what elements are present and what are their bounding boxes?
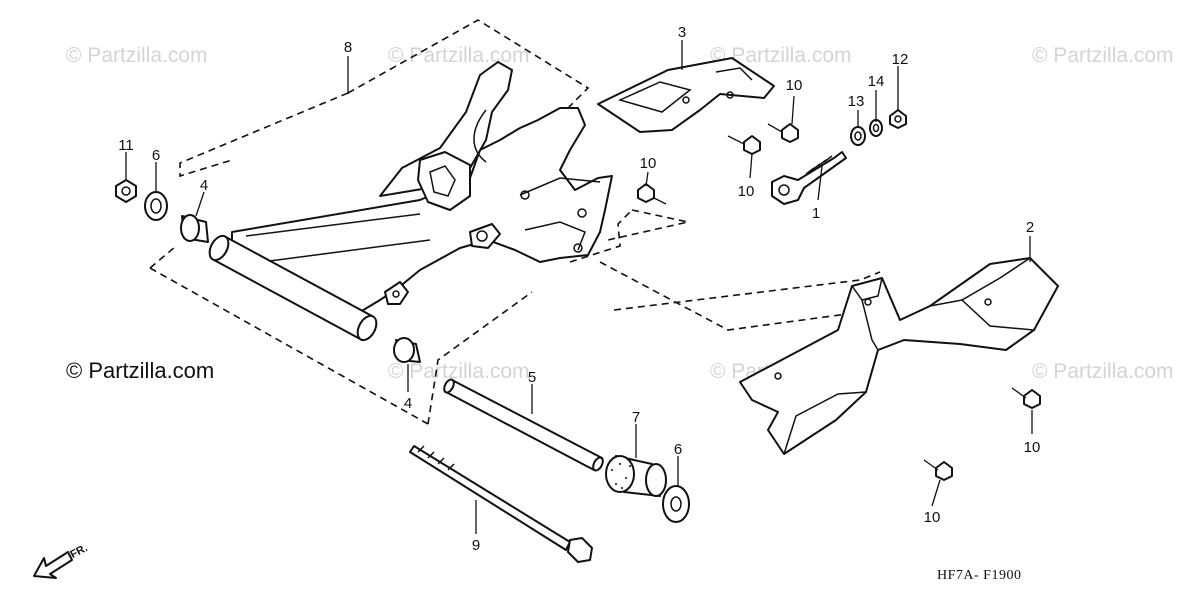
bushing-4-upper[interactable]: [180, 214, 209, 243]
washer-13[interactable]: [850, 126, 866, 146]
bolt-10-e[interactable]: [923, 459, 953, 481]
callout-8: 8: [344, 39, 352, 56]
leader-lines: [125, 40, 1033, 534]
bushing-4-lower[interactable]: [393, 337, 421, 363]
callout-11: 11: [118, 137, 134, 154]
washer-6-upper[interactable]: [144, 191, 168, 221]
shaft-5[interactable]: [442, 378, 605, 472]
callout-10: 10: [640, 155, 657, 172]
callout-13: 13: [848, 93, 865, 110]
bolt-10-d[interactable]: [1011, 387, 1041, 409]
front-arrow-icon: FR.: [33, 542, 90, 579]
callout-10: 10: [924, 509, 941, 526]
copyright-label: © Partzilla.com: [66, 358, 215, 383]
collar-7[interactable]: [605, 455, 667, 497]
bracket-3[interactable]: [597, 57, 775, 133]
watermark: © Partzilla.com: [388, 360, 530, 383]
callout-2: 2: [1026, 219, 1034, 236]
callout-10: 10: [786, 77, 803, 94]
diagram-code: HF7A- F1900: [937, 568, 1022, 583]
watermark: © Partzilla.com: [1032, 360, 1174, 383]
callout-6: 6: [152, 147, 160, 164]
washer-6-lower[interactable]: [662, 485, 690, 523]
callout-10: 10: [738, 183, 755, 200]
callout-4: 4: [404, 395, 412, 412]
front-label: FR.: [68, 542, 89, 561]
watermark: © Partzilla.com: [1032, 44, 1174, 67]
watermark: © Partzilla.com: [66, 44, 208, 67]
callout-6: 6: [674, 441, 682, 458]
stud-1[interactable]: [771, 151, 847, 205]
washer-14[interactable]: [869, 119, 883, 137]
bolt-9[interactable]: [409, 445, 593, 563]
callout-1: 1: [812, 205, 820, 222]
nut-11[interactable]: [115, 179, 137, 203]
bolt-10-c[interactable]: [637, 183, 667, 205]
callout-10: 10: [1024, 439, 1041, 456]
bolt-10-b[interactable]: [727, 135, 761, 155]
nut-12[interactable]: [889, 109, 907, 129]
swingarm-part[interactable]: [231, 61, 613, 319]
callout-labels: 8 3 10 12 14 13 11 6 4 10 10 1 2 5 7 6 4…: [118, 24, 1040, 554]
watermark: © Partzilla.com: [710, 44, 852, 67]
bolt-10-a[interactable]: [767, 123, 799, 143]
callout-7: 7: [632, 409, 640, 426]
callout-5: 5: [528, 369, 536, 386]
callout-4: 4: [200, 177, 208, 194]
watermark: © Partzilla.com: [388, 44, 530, 67]
mudguard-2[interactable]: [739, 257, 1059, 455]
callout-14: 14: [868, 73, 885, 90]
callout-3: 3: [678, 24, 686, 41]
callout-9: 9: [472, 537, 480, 554]
pivot-tube[interactable]: [206, 233, 380, 343]
callout-12: 12: [892, 51, 909, 68]
